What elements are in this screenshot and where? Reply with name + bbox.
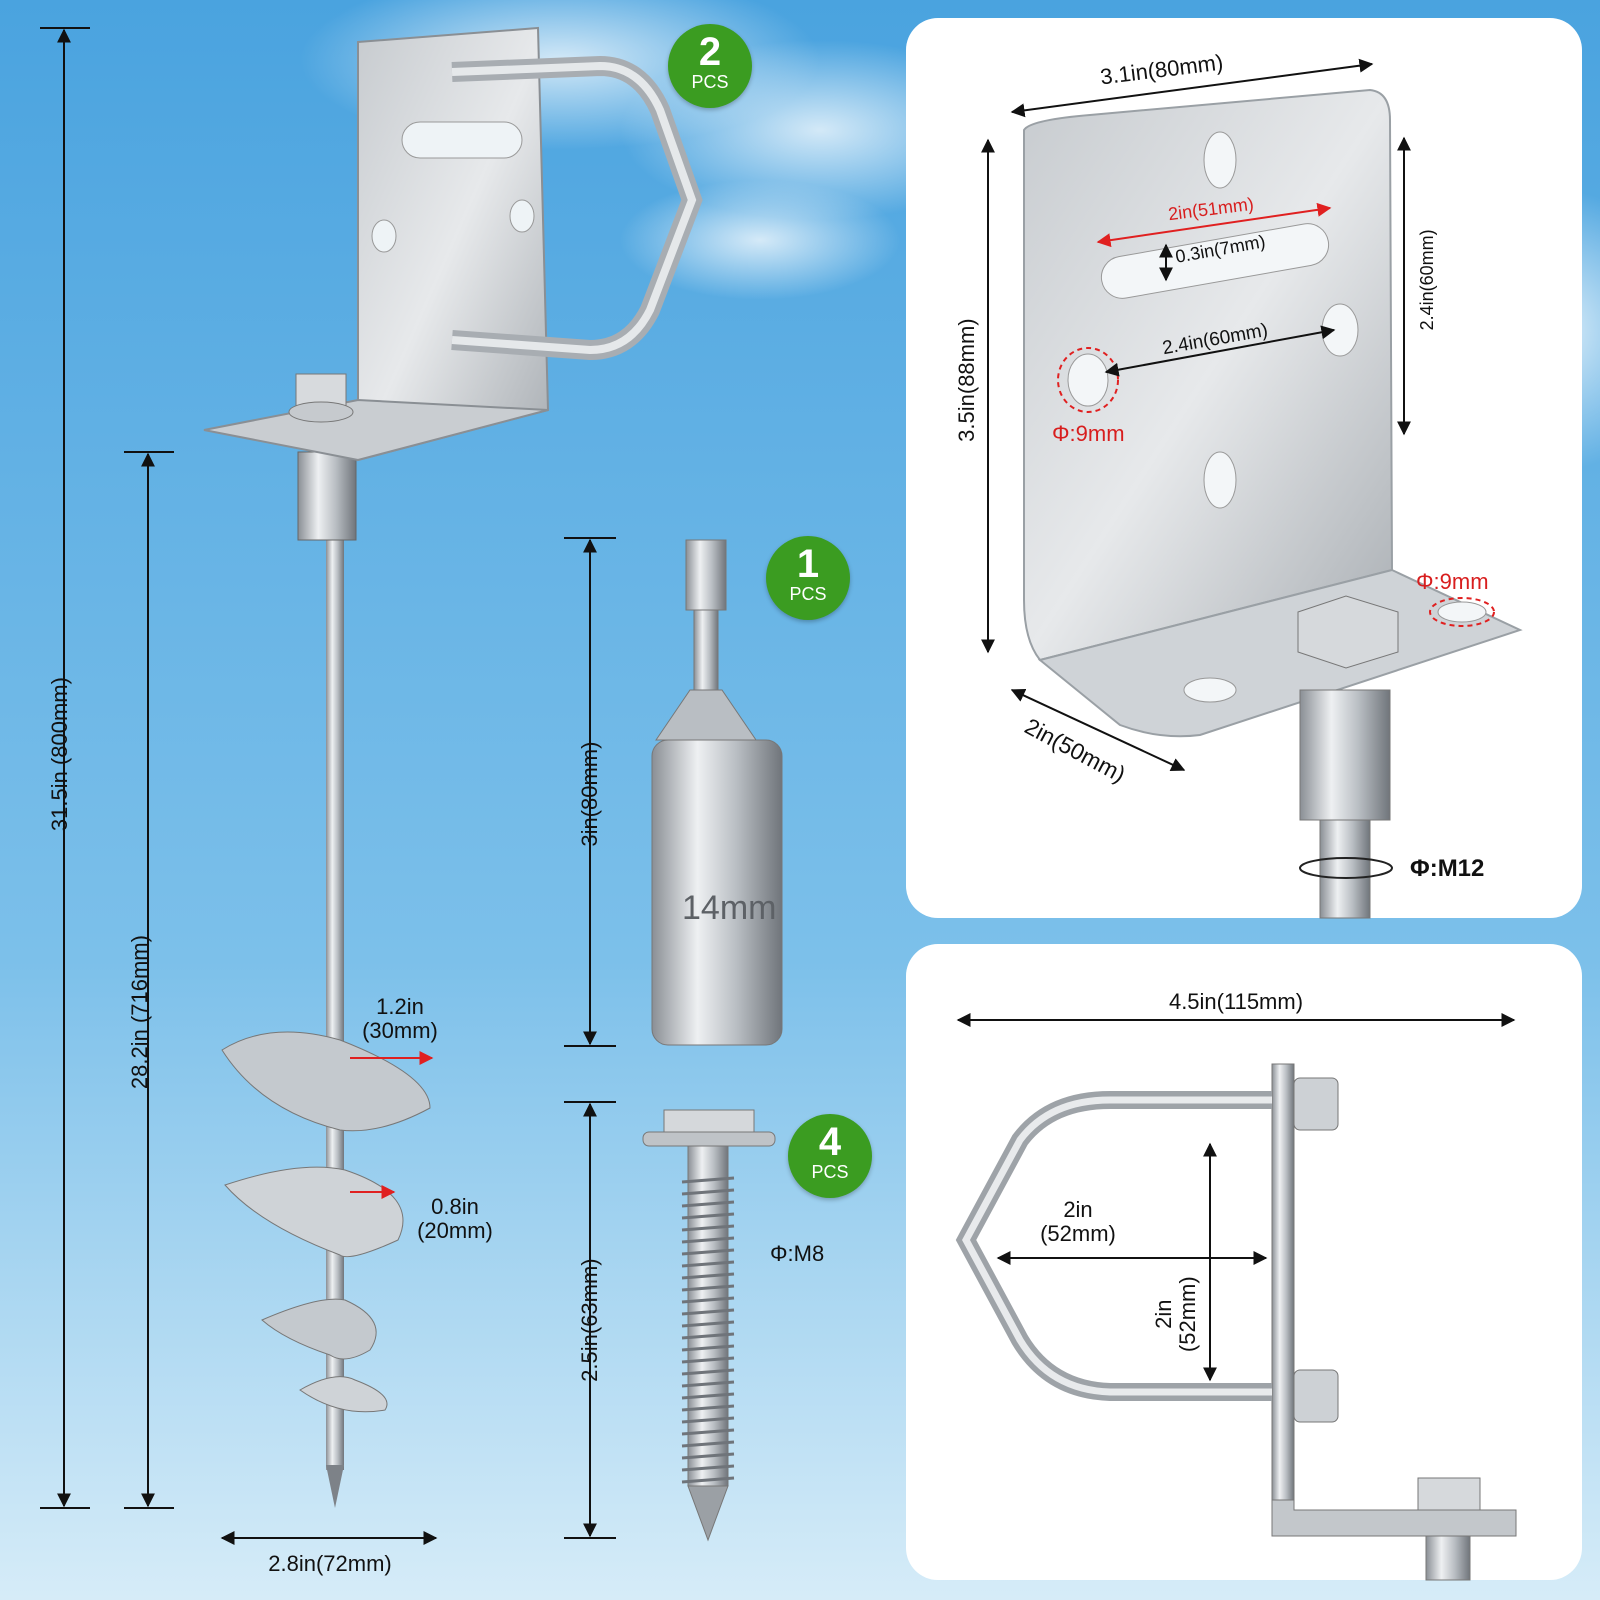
ubolt-detail-illustration	[955, 1063, 1517, 1581]
dimension-lines	[40, 27, 1516, 1545]
screw-qty: 4	[818, 1120, 842, 1164]
helix-width-label: 2.8in(72mm)	[268, 1551, 392, 1576]
bracket-qty-unit: PCS	[691, 72, 729, 92]
bracket-height-label: 3.5in(88mm)	[953, 318, 979, 442]
screw-qty-badge: 4 PCS	[788, 1114, 872, 1198]
stake-shaft-length-label: 28.2in (716mm)	[126, 935, 152, 1090]
bracket-qty: 2	[698, 30, 722, 74]
hole-spacing-vertical-label: 2.4in(60mm)	[1417, 229, 1438, 331]
screw-length-label: 2.5in(63mm)	[576, 1258, 602, 1382]
ground-stake-illustration	[203, 26, 703, 1508]
socket-length-label: 3in(80mm)	[576, 741, 602, 847]
vertical-hole-diameter-label: Φ:9mm	[1052, 421, 1125, 446]
ubolt-inner-height-label: 2in (52mm)	[1150, 1276, 1200, 1353]
screw-qty-unit: PCS	[811, 1162, 849, 1182]
wood-screw-illustration	[642, 1109, 776, 1542]
shaft-to-helix-label: 0.8in (20mm)	[417, 1194, 493, 1244]
ubolt-detail-panel	[906, 944, 1582, 1580]
socket-qty: 1	[796, 542, 820, 586]
socket-size-label: 14mm	[682, 889, 777, 927]
ubolt-overall-width-label: 4.5in(115mm)	[1168, 989, 1304, 1014]
socket-driver-illustration	[651, 539, 783, 1046]
base-hole-diameter-label: Φ:9mm	[1416, 569, 1489, 594]
stake-total-length-label: 31.5in (800mm)	[46, 677, 72, 832]
socket-qty-badge: 1 PCS	[766, 536, 850, 620]
bracket-qty-badge: 2 PCS	[668, 24, 752, 108]
socket-qty-unit: PCS	[789, 584, 827, 604]
screw-thread-label: Φ:M8	[770, 1241, 825, 1266]
helix-offset-label: 1.2in (30mm)	[362, 994, 438, 1044]
ubolt-inner-depth-label: 2in (52mm)	[1040, 1197, 1116, 1247]
shaft-thread-label: Φ:M12	[1410, 855, 1485, 882]
